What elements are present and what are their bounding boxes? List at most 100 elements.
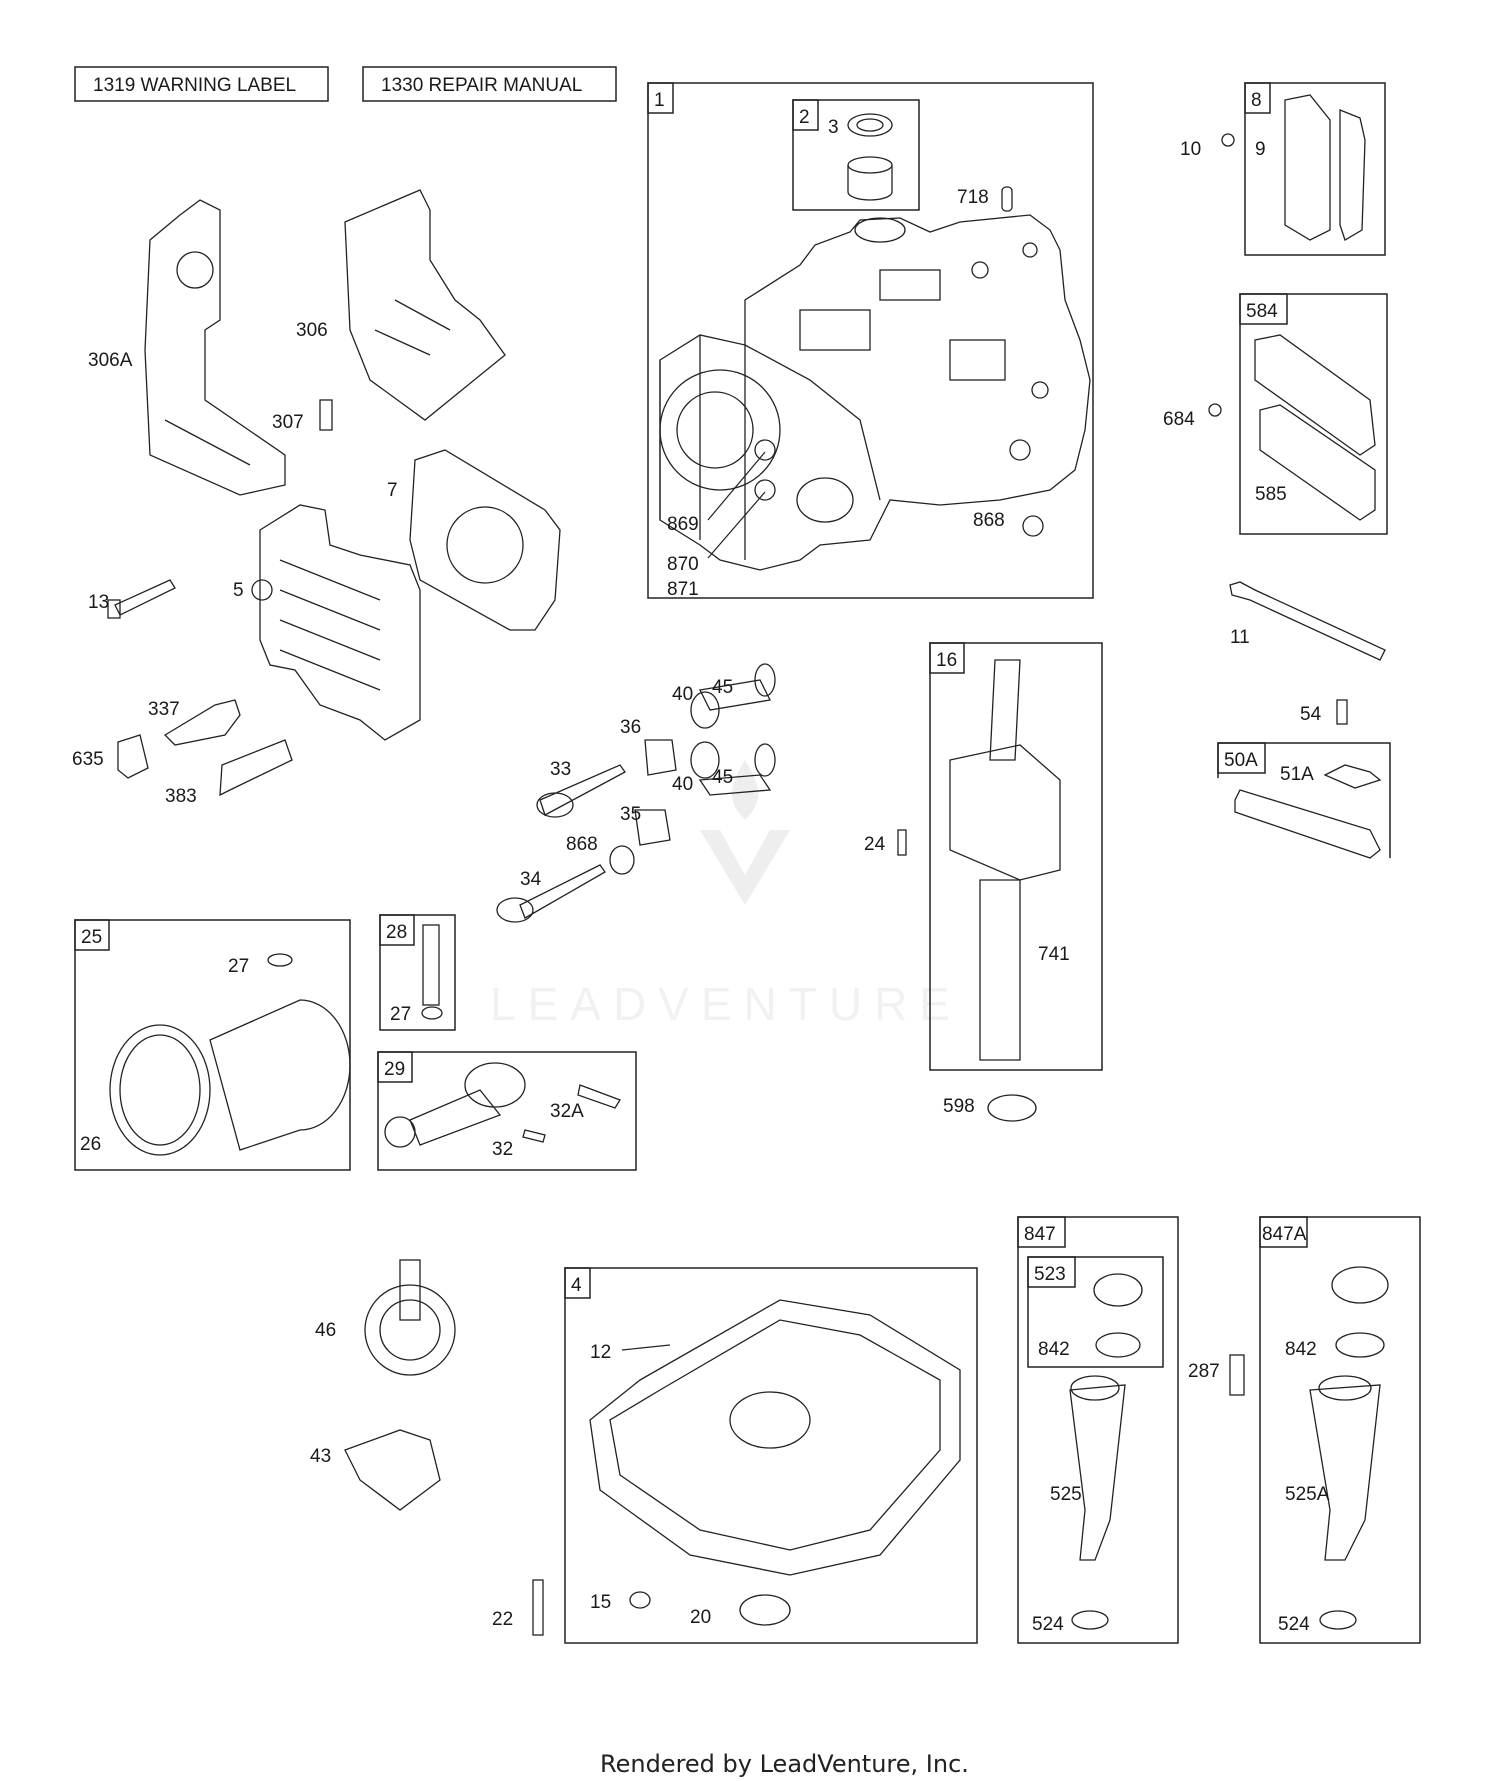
boot-635: 635	[72, 734, 149, 779]
screw-287: 287	[1188, 1354, 1245, 1396]
box-16-label: 16	[936, 650, 957, 671]
screw-10-icon	[1221, 133, 1235, 147]
label-36: 36	[620, 717, 641, 738]
tool-383: 383	[165, 739, 293, 807]
box-4-sump: 4 12 15 20	[564, 1267, 978, 1644]
label-306A: 306A	[88, 350, 133, 371]
label-10: 10	[1180, 139, 1201, 160]
label-287: 287	[1188, 1361, 1220, 1382]
repair-manual-box[interactable]: 1330 REPAIR MANUAL	[362, 66, 617, 102]
bushing-icon	[847, 165, 893, 201]
box-584-gasket: 584 684 585	[1163, 293, 1388, 535]
box-847-dipstick-tube: 847 523 842 525 524	[1017, 1216, 1179, 1644]
box-847-label: 847	[1024, 1224, 1056, 1245]
label-635: 635	[72, 749, 104, 770]
cylinder-block-icon	[659, 214, 1091, 571]
label-27: 27	[390, 1004, 411, 1025]
label-40: 40	[672, 684, 693, 705]
screw-54-icon	[1336, 699, 1348, 725]
label-525: 525	[1050, 1484, 1082, 1505]
label-24: 24	[864, 834, 886, 855]
label-868: 868	[566, 834, 598, 855]
shield-306: 306	[296, 189, 506, 421]
label-3: 3	[828, 117, 839, 138]
label-33: 33	[550, 759, 571, 780]
label-337: 337	[148, 699, 180, 720]
box-8-gasket: 8 10 9	[1180, 82, 1386, 256]
box-584-label: 584	[1246, 301, 1278, 322]
box-50A: 50A 51A	[1217, 742, 1391, 859]
box-16-crankshaft: 16 24 741 598	[864, 642, 1103, 1122]
label-598: 598	[943, 1096, 975, 1117]
pin-718-icon	[1001, 186, 1013, 212]
label-525A: 525A	[1285, 1484, 1330, 1505]
label-585: 585	[1255, 484, 1287, 505]
label-27: 27	[228, 956, 249, 977]
box-523-label: 523	[1034, 1264, 1066, 1285]
box-1-cylinder: 1 2 3 718 869 870 871 868	[647, 82, 1094, 600]
screw-684-icon	[1208, 403, 1222, 417]
cam-gear-46: 46	[315, 1259, 456, 1376]
label-13: 13	[88, 592, 109, 613]
warning-label-text: 1319 WARNING LABEL	[93, 75, 296, 96]
repair-manual-text: 1330 REPAIR MANUAL	[381, 75, 582, 96]
label-35: 35	[620, 804, 641, 825]
warning-label-box[interactable]: 1319 WARNING LABEL	[74, 66, 329, 102]
label-684: 684	[1163, 409, 1195, 430]
box-1-label: 1	[654, 90, 665, 111]
label-32A: 32A	[550, 1101, 584, 1122]
label-11: 11	[1230, 627, 1250, 648]
label-15: 15	[590, 1592, 611, 1613]
governor-43: 43	[310, 1429, 441, 1511]
label-45: 45	[712, 767, 733, 788]
label-34: 34	[520, 869, 542, 890]
box-50A-label: 50A	[1224, 750, 1258, 771]
label-871: 871	[667, 579, 699, 600]
label-12: 12	[590, 1342, 611, 1363]
label-7: 7	[387, 480, 398, 501]
watermark-logo: LEADVENTURE	[490, 760, 950, 1030]
label-40: 40	[672, 774, 693, 795]
label-45: 45	[712, 677, 733, 698]
box-25-label: 25	[81, 927, 102, 948]
label-51A: 51A	[1280, 764, 1314, 785]
box-28-pin: 28 27	[379, 914, 456, 1031]
box-25-piston: 25 27 26	[74, 919, 351, 1171]
spark-plug-337: 337	[148, 699, 241, 746]
label-22: 22	[492, 1609, 513, 1630]
label-868: 868	[973, 510, 1005, 531]
label-718: 718	[957, 187, 989, 208]
label-870: 870	[667, 554, 699, 575]
box-8-label: 8	[1251, 90, 1262, 111]
box-847A-label: 847A	[1262, 1224, 1307, 1245]
label-20: 20	[690, 1607, 711, 1628]
label-741: 741	[1038, 944, 1070, 965]
label-46: 46	[315, 1320, 336, 1341]
label-307: 307	[272, 412, 304, 433]
box-4-label: 4	[571, 1275, 582, 1296]
label-524: 524	[1278, 1614, 1310, 1635]
footer-credit: Rendered by LeadVenture, Inc.	[600, 1750, 969, 1778]
bolt-22: 22	[492, 1579, 544, 1636]
cylinder-head-5: 5	[233, 504, 421, 741]
label-524: 524	[1032, 1614, 1064, 1635]
box-28-label: 28	[386, 922, 407, 943]
label-5: 5	[233, 580, 244, 601]
label-383: 383	[165, 786, 197, 807]
box-847A-dipstick-tube: 847A 842 525A 524	[1259, 1216, 1421, 1644]
label-26: 26	[80, 1134, 101, 1155]
label-43: 43	[310, 1446, 331, 1467]
screw-307: 307	[272, 399, 333, 433]
label-842: 842	[1038, 1339, 1070, 1360]
label-9: 9	[1255, 139, 1266, 160]
shield-306A: 306A	[88, 199, 286, 496]
label-842: 842	[1285, 1339, 1317, 1360]
seal-868-icon	[1022, 515, 1044, 537]
ring-598-icon	[987, 1094, 1037, 1122]
label-306: 306	[296, 320, 328, 341]
valve-train: 40 45 36 33 40 45 35 868 34	[496, 663, 776, 923]
box-2-label: 2	[799, 107, 810, 128]
head-gasket-7: 7	[387, 449, 561, 631]
label-32: 32	[492, 1139, 513, 1160]
